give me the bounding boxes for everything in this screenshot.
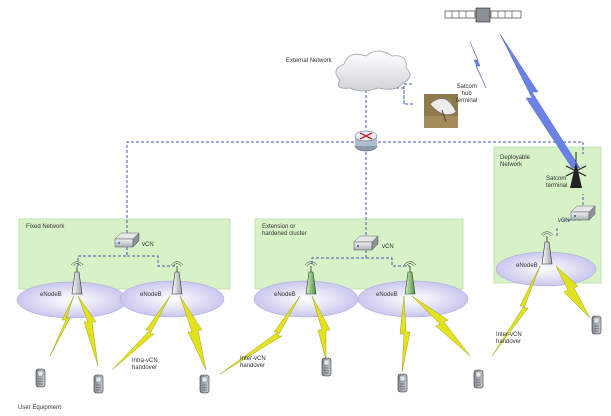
- radio-links: [49, 265, 591, 375]
- extension-cluster-region: [254, 218, 464, 290]
- mobile-phone-icon: [199, 374, 210, 394]
- deployable-network-label: Deployable Network: [500, 155, 531, 168]
- tactical-antenna-icon: [565, 152, 587, 188]
- satellite-link: [469, 41, 487, 89]
- vcn-server-icon: [570, 205, 596, 221]
- external-network-label: External Network: [286, 58, 332, 64]
- enodeb-label: eNodeB: [40, 292, 62, 298]
- fixed-network-region: [18, 218, 231, 290]
- mobile-phone-icon: [591, 315, 602, 335]
- cell-area: [119, 280, 225, 318]
- enodeb-label: eNodeB: [274, 292, 296, 298]
- intra-vcn-handover-label: Intra-vCN handover: [132, 358, 158, 371]
- satcom-hub-label: Satcom hub terminal: [456, 84, 478, 104]
- mobile-phone-icon: [397, 373, 408, 393]
- vcn-label: vCN: [558, 218, 570, 224]
- mobile-phone-icon: [321, 357, 332, 377]
- satcom-terminal-label: Satcom terminal: [546, 176, 568, 189]
- cloud-icon: [335, 50, 411, 92]
- inter-vcn-handover-label: Inter-vCN handover: [496, 332, 522, 345]
- mobile-phone-icon: [35, 368, 46, 388]
- vcn-server-icon: [353, 235, 379, 251]
- fixed-network-label: Fixed Network: [26, 224, 65, 230]
- router-icon: [354, 130, 378, 152]
- vcn-server-icon: [114, 232, 140, 248]
- extension-cluster-label: Extension or hardened cluster: [262, 224, 307, 237]
- vcn-label: vCN: [382, 244, 394, 250]
- cell-area: [253, 280, 359, 318]
- mobile-phone-icon: [93, 374, 104, 394]
- user-equipment-label: User Equipment: [18, 405, 62, 411]
- satellite-dish-icon: [424, 94, 458, 128]
- satellite-icon: [444, 7, 522, 23]
- enodeb-label: eNodeB: [376, 292, 398, 298]
- vcn-label: vCN: [142, 242, 154, 248]
- inter-vcn-handover-label: Inter-vCN handover: [240, 356, 266, 369]
- mobile-phone-icon: [473, 369, 484, 389]
- enodeb-label: eNodeB: [516, 263, 538, 269]
- enodeb-label: eNodeB: [140, 292, 162, 298]
